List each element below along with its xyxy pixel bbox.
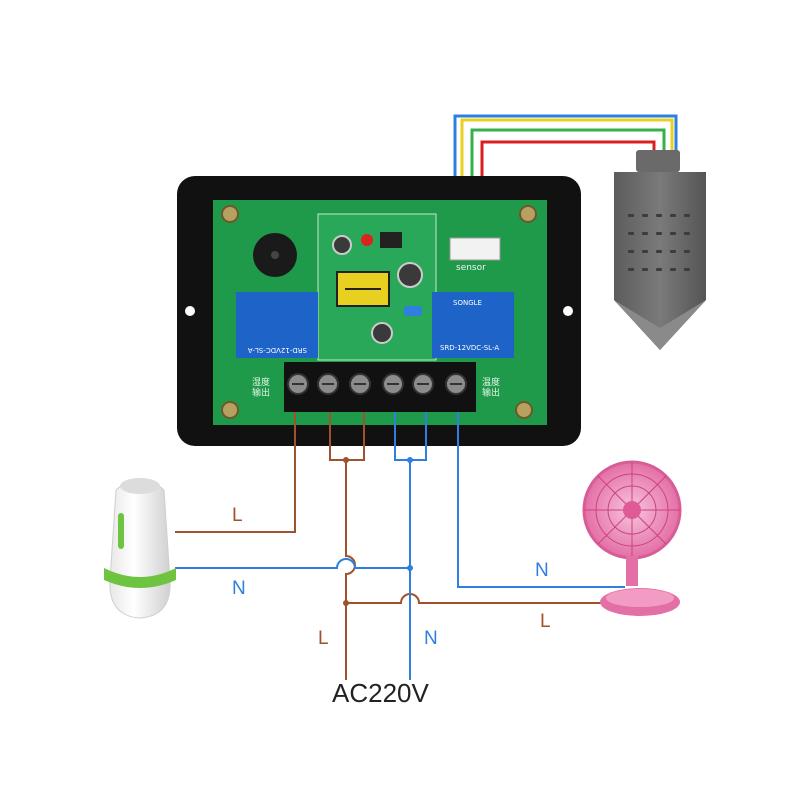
sensor-connector: sensor (449, 237, 501, 273)
humidifier-neutral-wire (175, 558, 410, 569)
supply-live-wire (345, 460, 356, 680)
humidifier-live-wire (175, 412, 296, 533)
sensor-port-label: sensor (456, 263, 486, 273)
live-wires (175, 412, 610, 680)
fan-neutral-wire (457, 412, 625, 588)
transformer (336, 271, 390, 307)
relay-left-label: SRD-12VDC-SL-A (248, 346, 307, 354)
terminal-left-label: 湿度输出 (252, 376, 270, 398)
supply-voltage-label: AC220V (332, 678, 429, 708)
neutral-wires (175, 412, 625, 680)
capacitors (332, 232, 423, 344)
supply-neutral-label: N (424, 628, 438, 649)
fan-live-wire (346, 593, 610, 604)
humidifier-neutral-label: N (232, 578, 246, 599)
supply-live-label: L (318, 628, 329, 649)
pcb-board: SRD-12VDC-SL-A SONGLE SRD-12VDC-SL-A sen… (213, 200, 547, 425)
relay-left: SRD-12VDC-SL-A (236, 292, 318, 358)
wire-junctions (343, 457, 413, 606)
humidifier-live-label: L (232, 505, 243, 526)
fan-neutral-label: N (535, 560, 549, 581)
terminal-block (284, 362, 476, 412)
mounting-screws (221, 205, 537, 419)
humidifier-icon (104, 478, 176, 619)
relay-right-brand: SONGLE (453, 299, 482, 307)
sensor-probe-icon (614, 150, 706, 350)
relay-right: SONGLE SRD-12VDC-SL-A (432, 292, 514, 358)
relay-right-label: SRD-12VDC-SL-A (440, 344, 499, 352)
fan-icon (582, 460, 682, 616)
buzzer-icon (253, 233, 297, 277)
fan-live-label: L (540, 611, 551, 632)
terminal-right-label: 温度输出 (482, 376, 500, 398)
